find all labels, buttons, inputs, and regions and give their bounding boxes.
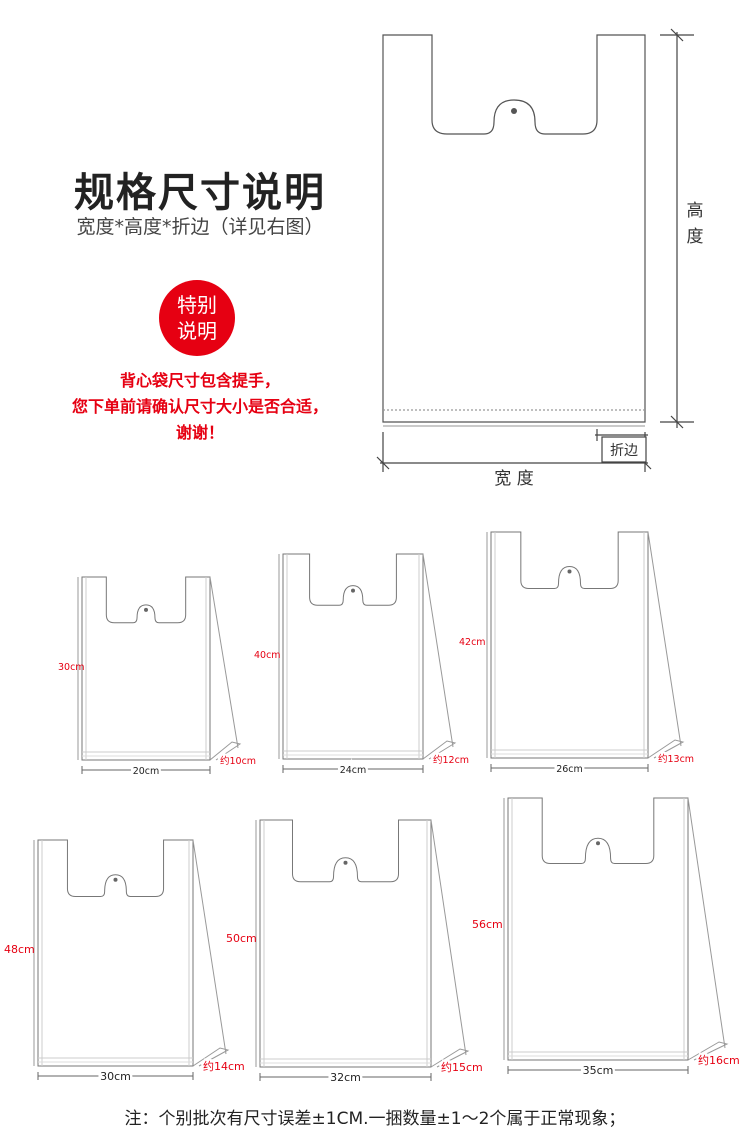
height-value: 40cm: [254, 650, 281, 661]
bag-outline: [81, 576, 211, 761]
notice-line-3: 谢谢！: [175, 423, 224, 442]
height-value: 30cm: [58, 662, 85, 673]
size-grid: 30cm20cm约10cm40cm24cm约12cm42cm26cm约13cm4…: [4, 531, 742, 1087]
hang-hole: [567, 569, 572, 574]
main-bag-outline: [382, 34, 646, 423]
width-value: 24cm: [340, 765, 367, 776]
height-label-top: 高: [687, 201, 704, 221]
width-value: 35cm: [583, 1064, 614, 1077]
fold-label: 折边: [610, 443, 638, 459]
page-title: 规格尺寸说明: [74, 170, 326, 216]
hang-hole: [351, 588, 355, 593]
height-value: 48cm: [4, 943, 35, 956]
bag-outline: [507, 797, 689, 1061]
width-value: 30cm: [100, 1070, 131, 1083]
bag-outline: [490, 531, 649, 759]
size-diagram-5: 50cm 32cm 约15cm: [226, 819, 485, 1087]
notice-line-1: 背心袋尺寸包含提手，: [119, 371, 280, 390]
size-diagram-1: 30cm 20cm 约10cm: [58, 576, 258, 780]
badge-line-1: 特别: [177, 293, 217, 317]
height-value: 50cm: [226, 932, 257, 945]
notice-line-2: 您下单前请确认尺寸大小是否合适，: [71, 397, 328, 416]
hang-hole: [596, 841, 600, 846]
width-value: 20cm: [133, 766, 160, 777]
fold-value: 约14cm: [203, 1060, 245, 1073]
height-value: 56cm: [472, 918, 503, 931]
notice-text: 背心袋尺寸包含提手， 您下单前请确认尺寸大小是否合适， 谢谢！: [20, 368, 380, 446]
footer-note: 注：个别批次有尺寸误差±1CM.一捆数量±1～2个属于正常现象；: [124, 1109, 626, 1129]
size-diagram-2: 40cm 24cm 约12cm: [254, 553, 471, 779]
fold-value: 约15cm: [441, 1061, 483, 1074]
fold-value: 约13cm: [658, 753, 694, 765]
hang-hole: [343, 860, 348, 865]
size-diagram-6: 56cm 35cm 约16cm: [472, 797, 742, 1080]
hang-hole: [144, 607, 148, 612]
hang-hole: [113, 877, 118, 882]
width-value: 32cm: [330, 1071, 361, 1084]
special-note-badge: 特别 说明: [159, 280, 235, 356]
height-value: 42cm: [459, 637, 486, 648]
bag-outline: [282, 553, 424, 760]
bag-outline: [37, 839, 194, 1067]
size-diagram-3: 42cm 26cm 约13cm: [459, 531, 696, 778]
fold-value: 约12cm: [433, 754, 469, 766]
bag-outline: [259, 819, 432, 1068]
size-diagram-4: 48cm 30cm 约14cm: [4, 839, 247, 1086]
fold-value: 约10cm: [220, 755, 256, 767]
width-value: 26cm: [556, 764, 583, 775]
main-bag-diagram: 高 度 宽 度 折边: [376, 28, 704, 489]
width-label: 宽 度: [494, 469, 533, 489]
height-label-bottom: 度: [687, 227, 704, 247]
page-subtitle: 宽度*高度*折边（详见右图）: [76, 216, 324, 238]
fold-value: 约16cm: [698, 1054, 740, 1067]
badge-line-2: 说明: [177, 319, 217, 343]
